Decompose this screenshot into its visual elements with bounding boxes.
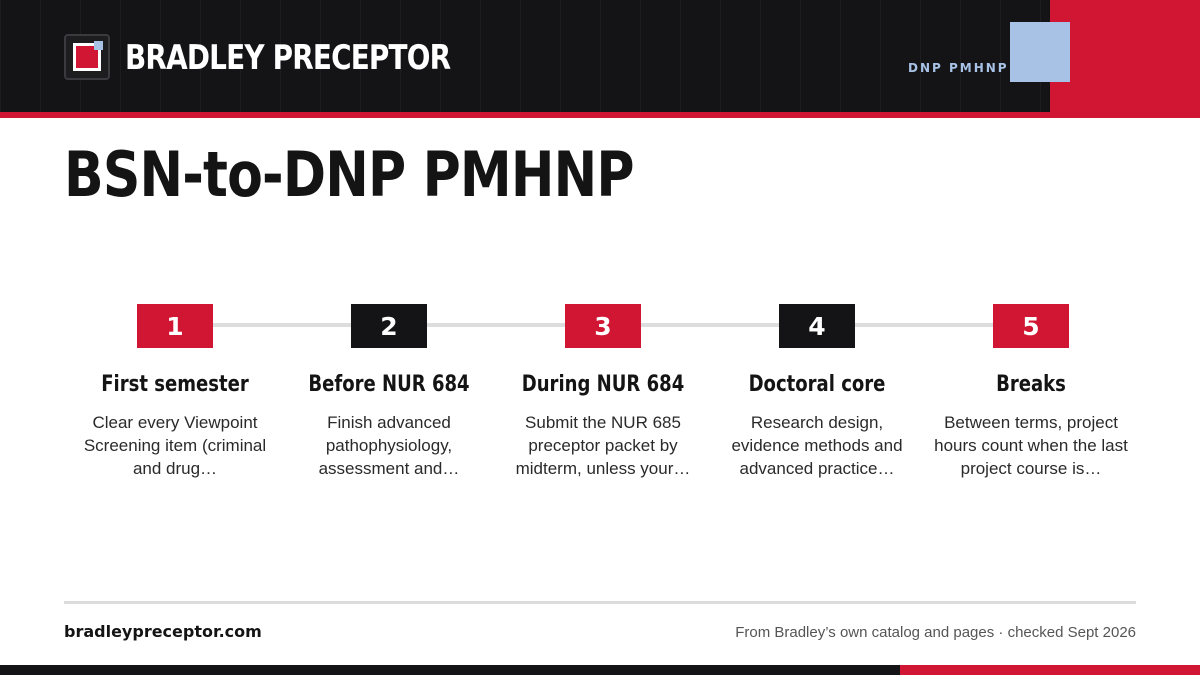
step-title: Before NUR 684	[308, 372, 470, 397]
header-bar: BRADLEY PRECEPTOR DNP PMHNP	[0, 0, 1200, 112]
timeline-step-3: 3 During NUR 684 Submit the NUR 685 prec…	[493, 304, 713, 480]
logo-icon-dot	[94, 41, 103, 50]
step-number-badge: 5	[993, 304, 1069, 348]
step-title: Doctoral core	[748, 372, 886, 397]
header-rule	[0, 112, 1200, 118]
timeline-step-4: 4 Doctoral core Research design, evidenc…	[707, 304, 927, 480]
header-tag: DNP PMHNP	[908, 61, 1009, 75]
bottom-bar-red-segment	[900, 665, 1200, 675]
logo-icon	[64, 34, 110, 80]
step-description: Submit the NUR 685 preceptor packet by m…	[515, 413, 691, 478]
step-number-badge: 3	[565, 304, 641, 348]
timeline-step-2: 2 Before NUR 684 Finish advanced pathoph…	[279, 304, 499, 480]
step-description: Between terms, project hours count when …	[934, 413, 1128, 478]
step-description: Research design, evidence methods and ad…	[731, 413, 903, 478]
timeline-step-1: 1 First semester Clear every Viewpoint S…	[65, 304, 285, 480]
step-description: Finish advanced pathophysiology, assessm…	[318, 413, 460, 478]
step-number-badge: 2	[351, 304, 427, 348]
step-number-badge: 4	[779, 304, 855, 348]
bottom-bar	[0, 665, 1200, 675]
step-number-badge: 1	[137, 304, 213, 348]
timeline-step-5: 5 Breaks Between terms, project hours co…	[921, 304, 1141, 480]
footer-url: bradleypreceptor.com	[64, 622, 262, 641]
header-red-block	[1050, 0, 1200, 112]
page-title: BSN-to-DNP PMHNP	[64, 138, 635, 211]
step-title: During NUR 684	[521, 372, 685, 397]
footer-source-note: From Bradley’s own catalog and pages · c…	[735, 624, 1136, 641]
header-stripes	[0, 0, 1200, 112]
header-blue-square	[1010, 22, 1070, 82]
step-description: Clear every Viewpoint Screening item (cr…	[83, 413, 267, 478]
brand-name: BRADLEY PRECEPTOR	[125, 38, 451, 78]
footer-rule	[64, 601, 1136, 604]
step-title: Breaks	[996, 372, 1066, 397]
step-title: First semester	[101, 372, 249, 397]
